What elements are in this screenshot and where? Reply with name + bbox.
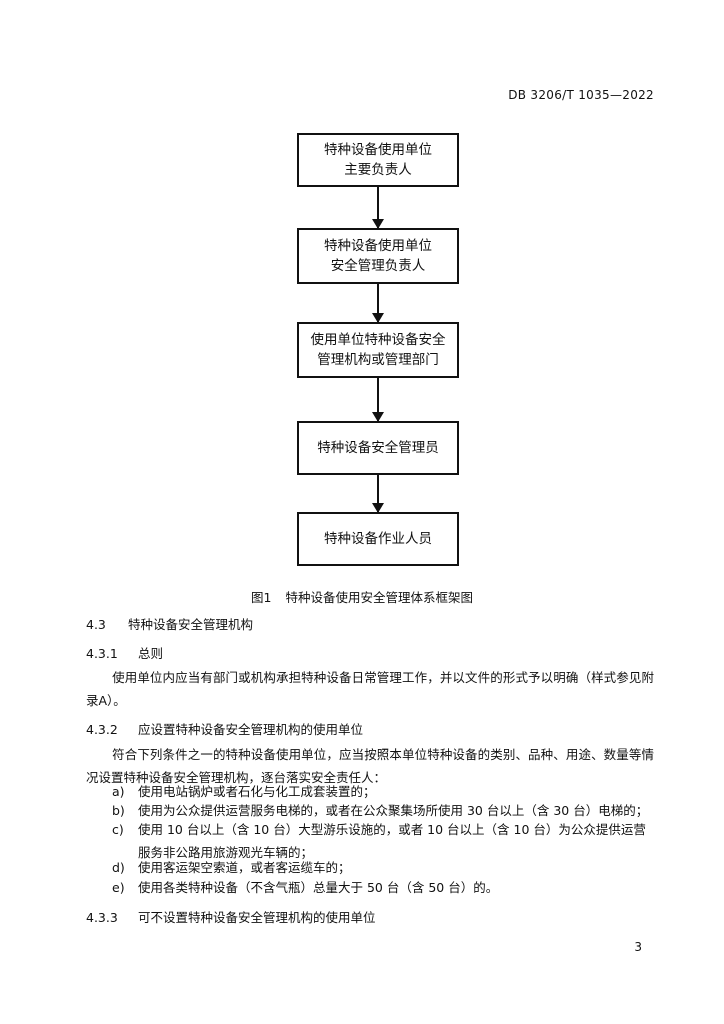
figure-label: 图1 — [251, 590, 272, 605]
section-heading-4-3-3: 4.3.3 可不设置特种设备安全管理机构的使用单位 — [86, 907, 376, 926]
flow-arrow — [372, 475, 384, 513]
flow-box-line: 管理机构或管理部门 — [317, 352, 439, 368]
list-item: a) 使用电站锅炉或者石化与化工成套装置的； — [112, 780, 654, 803]
section-title: 特种设备安全管理机构 — [128, 617, 254, 632]
section-number: 4.3.1 — [86, 646, 118, 661]
flow-box-operators: 特种设备作业人员 — [297, 512, 459, 566]
flow-arrow — [372, 284, 384, 323]
figure-title: 特种设备使用安全管理体系框架图 — [285, 590, 473, 605]
list-item: c) 使用 10 台以上（含 10 台）大型游乐设施的，或者 10 台以上（含 1… — [112, 818, 654, 864]
section-number: 4.3.2 — [86, 722, 118, 737]
flow-box-line: 使用单位特种设备安全 — [310, 332, 446, 348]
page-number: 3 — [634, 940, 642, 954]
section-heading-4-3-2: 4.3.2 应设置特种设备安全管理机构的使用单位 — [86, 719, 363, 738]
list-item-text: 使用客运架空索道，或者客运缆车的； — [138, 860, 351, 875]
arrow-head-icon — [372, 412, 384, 422]
list-item-text: 使用为公众提供运营服务电梯的，或者在公众聚集场所使用 30 台以上（含 30 台… — [138, 803, 649, 818]
section-heading-4-3-1: 4.3.1 总则 — [86, 643, 163, 662]
flow-box-line: 特种设备使用单位 — [324, 238, 432, 254]
list-item: e) 使用各类特种设备（不含气瓶）总量大于 50 台（含 50 台）的。 — [112, 876, 654, 899]
list-item-text: 使用电站锅炉或者石化与化工成套装置的； — [138, 784, 376, 799]
section-heading-4-3: 4.3 特种设备安全管理机构 — [86, 614, 253, 633]
list-item: b) 使用为公众提供运营服务电梯的，或者在公众聚集场所使用 30 台以上（含 30… — [112, 799, 654, 822]
flow-arrow — [372, 187, 384, 229]
arrow-head-icon — [372, 219, 384, 229]
list-item-label: a) — [112, 784, 125, 799]
flow-box-management-department: 使用单位特种设备安全 管理机构或管理部门 — [297, 322, 459, 378]
flow-box-safety-manager: 特种设备安全管理员 — [297, 421, 459, 475]
section-number: 4.3 — [86, 617, 106, 632]
paragraph-text: 使用单位内应当有部门或机构承担特种设备日常管理工作，并以文件的形式予以明确（样式… — [86, 670, 654, 708]
arrow-head-icon — [372, 313, 384, 323]
list-item: d) 使用客运架空索道，或者客运缆车的； — [112, 856, 654, 879]
paragraph-text: 符合下列条件之一的特种设备使用单位，应当按照本单位特种设备的类别、品种、用途、数… — [86, 747, 654, 785]
list-item-text: 使用各类特种设备（不含气瓶）总量大于 50 台（含 50 台）的。 — [138, 880, 499, 895]
flow-box-line: 特种设备作业人员 — [324, 531, 432, 547]
standard-code: DB 3206/T 1035—2022 — [508, 88, 654, 102]
section-title: 可不设置特种设备安全管理机构的使用单位 — [138, 910, 376, 925]
paragraph-conditions: 符合下列条件之一的特种设备使用单位，应当按照本单位特种设备的类别、品种、用途、数… — [86, 743, 654, 789]
flow-box-line: 主要负责人 — [344, 162, 412, 178]
list-item-label: d) — [112, 860, 125, 875]
flow-arrow — [372, 378, 384, 422]
list-item-label: e) — [112, 880, 125, 895]
arrow-head-icon — [372, 503, 384, 513]
list-item-text: 使用 10 台以上（含 10 台）大型游乐设施的，或者 10 台以上（含 10 … — [138, 822, 646, 860]
flow-box-line: 安全管理负责人 — [330, 258, 426, 274]
list-item-label: c) — [112, 822, 124, 837]
section-title: 总则 — [138, 646, 164, 661]
paragraph-general: 使用单位内应当有部门或机构承担特种设备日常管理工作，并以文件的形式予以明确（样式… — [86, 666, 654, 712]
flow-box-main-responsible: 特种设备使用单位 主要负责人 — [297, 133, 459, 187]
section-number: 4.3.3 — [86, 910, 118, 925]
flow-box-line: 特种设备使用单位 — [324, 142, 432, 158]
list-item-label: b) — [112, 803, 125, 818]
flow-box-line: 特种设备安全管理员 — [317, 440, 439, 456]
section-title: 应设置特种设备安全管理机构的使用单位 — [138, 722, 364, 737]
figure-caption: 图1 特种设备使用安全管理体系框架图 — [0, 587, 724, 606]
flow-box-safety-responsible: 特种设备使用单位 安全管理负责人 — [297, 228, 459, 284]
